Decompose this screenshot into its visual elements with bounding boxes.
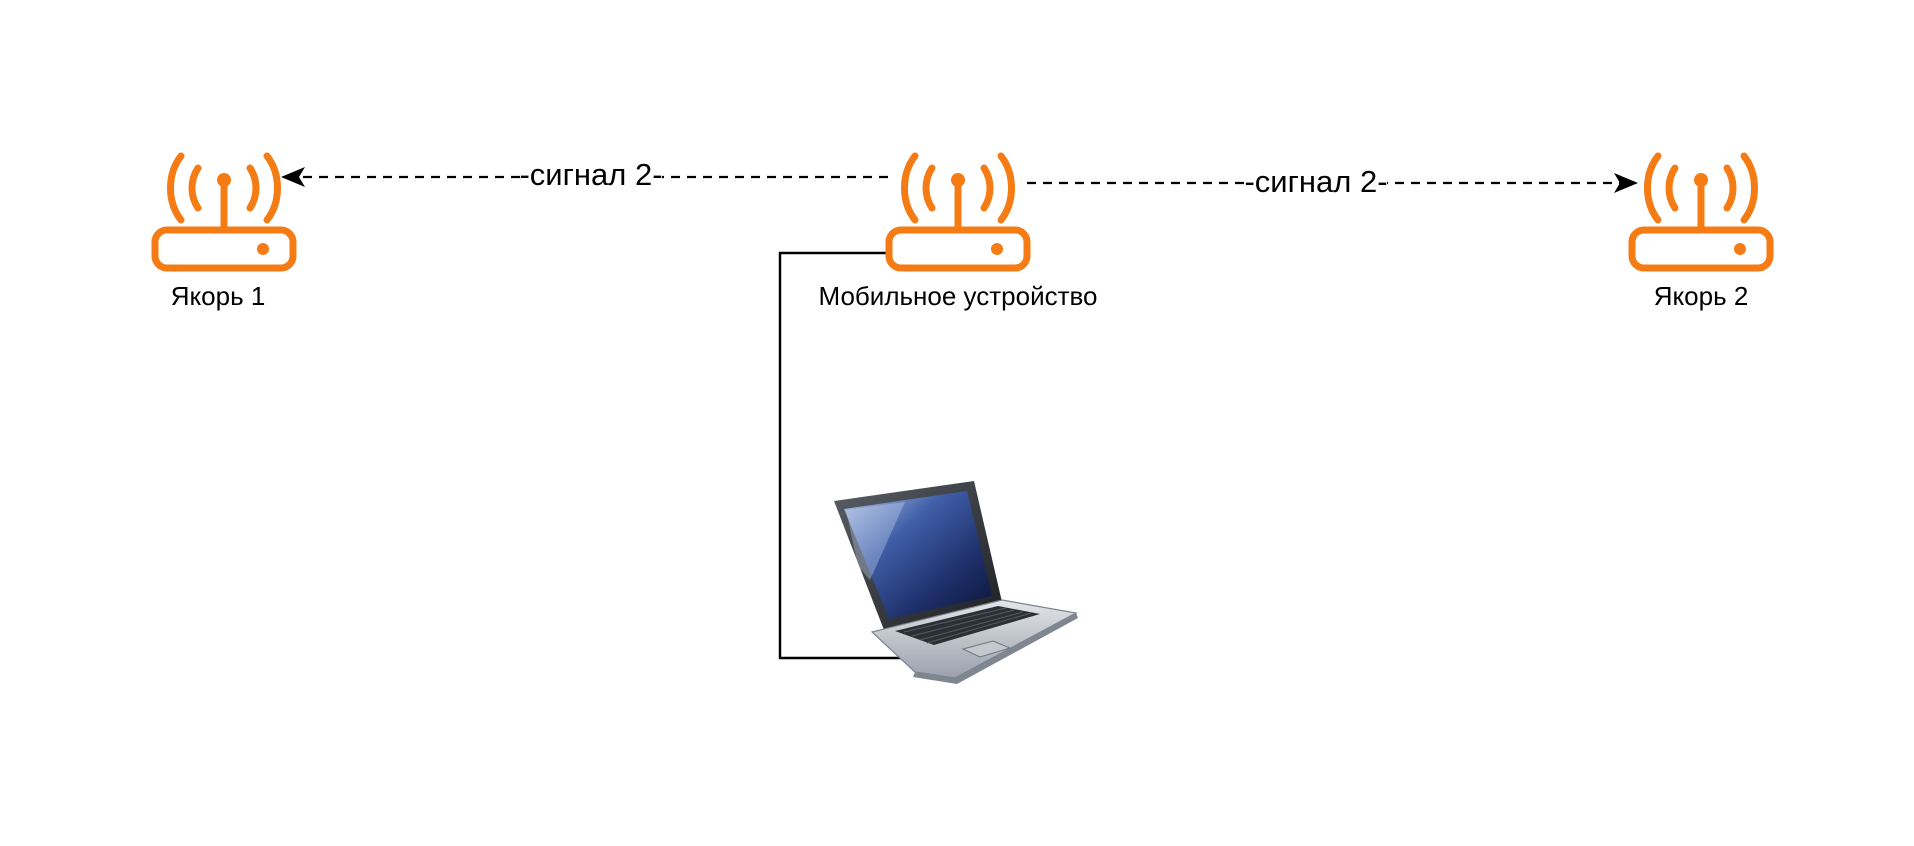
signal-label-left-group: -сигнал 2- [519,154,663,194]
mobile-device-router-icon [889,156,1027,268]
signal-label-right: -сигнал 2- [1244,164,1387,199]
anchor-2-label: Якорь 2 [1654,281,1749,311]
anchor-1-router-icon [155,156,293,268]
mobile-device-label: Мобильное устройство [819,281,1098,311]
laptop-connector [778,251,910,660]
signal-label-right-group: -сигнал 2- [1244,160,1388,200]
anchor-2-router-icon [1632,156,1770,268]
signal-label-left: -сигнал 2- [519,157,662,192]
laptop-icon [834,481,1078,684]
anchor-1-label: Якорь 1 [171,281,266,311]
